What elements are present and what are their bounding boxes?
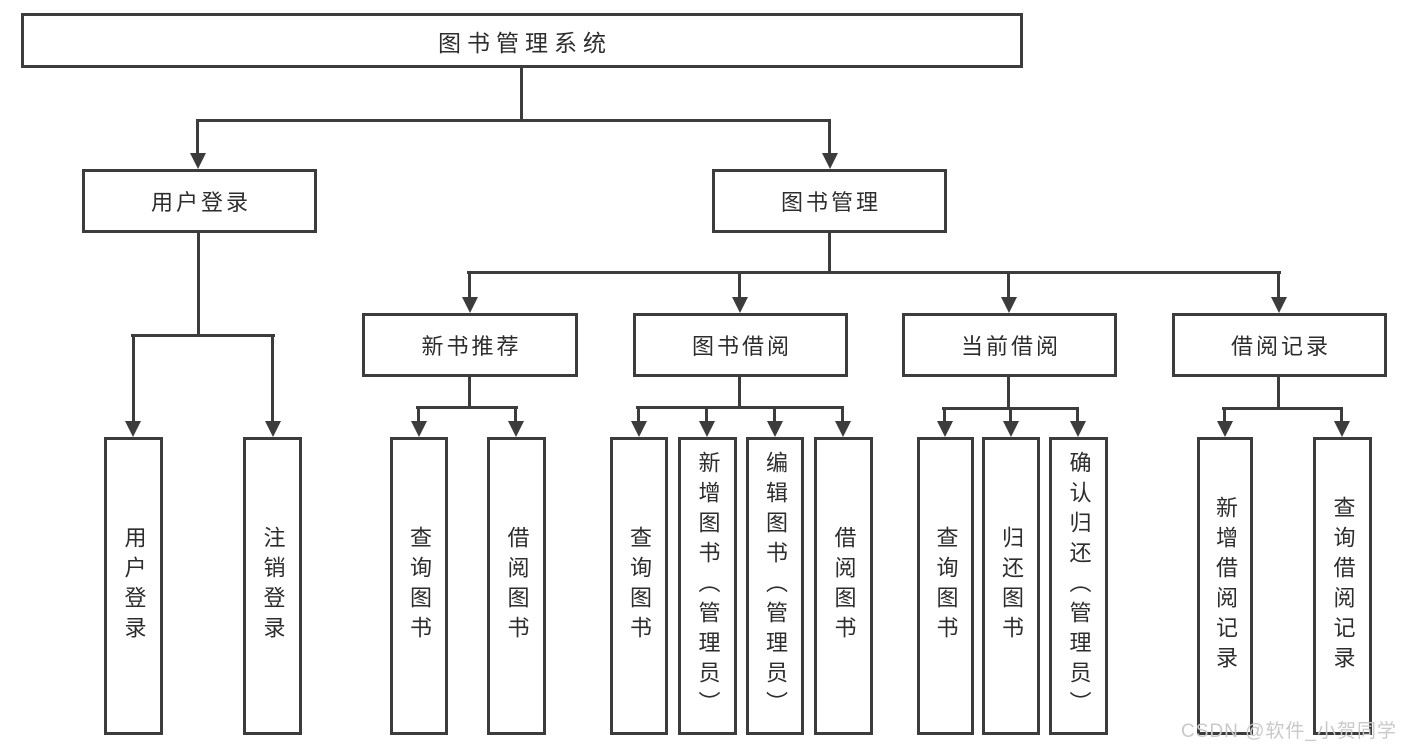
connector-to-leaf-bb-edit	[773, 407, 776, 422]
arrow-down-icon	[822, 153, 838, 169]
node-new-book-recommend-label: 新书推荐	[421, 334, 522, 359]
leaf-borrowing-borrow-books: 借阅图书	[814, 437, 873, 735]
leaf-records-add-record-label: 新增借阅记录	[1213, 496, 1238, 676]
connector-to-leaf-nb-query	[417, 407, 420, 422]
arrow-down-icon	[631, 421, 647, 437]
arrow-down-icon	[1334, 421, 1350, 437]
leaf-user-login: 用户登录	[104, 437, 163, 735]
connector-user-login-bar	[131, 334, 275, 337]
leaf-borrowing-query-books: 查询图书	[610, 437, 668, 735]
arrow-down-icon	[1271, 297, 1287, 313]
leaf-user-login-label: 用户登录	[121, 526, 147, 646]
arrow-down-icon	[1070, 421, 1086, 437]
node-library-system: 图书管理系统	[21, 13, 1023, 68]
connector-root-drop	[520, 68, 523, 120]
arrow-down-icon	[732, 297, 748, 313]
connector-to-leaf-bb-borrow	[841, 407, 844, 422]
connector-level1-bar	[196, 119, 831, 122]
csdn-watermark: CSDN @软件_小贺同学	[1181, 721, 1397, 742]
leaf-newbook-query-books: 查询图书	[390, 437, 448, 735]
leaf-records-add-record: 新增借阅记录	[1197, 437, 1253, 735]
connector-to-leaf-br-add	[1223, 408, 1226, 422]
connector-to-leaf-logout	[271, 335, 274, 422]
node-borrowing-records-label: 借阅记录	[1230, 334, 1331, 359]
connector-borrowing-records-bar	[1222, 407, 1343, 410]
leaf-logout-label: 注销登录	[260, 526, 286, 646]
connector-current-borrowing-drop	[1007, 375, 1010, 408]
connector-borrowing-records-drop	[1277, 375, 1280, 408]
leaf-current-confirm-return-admin-label: 确认归还（管理员）	[1066, 451, 1092, 721]
connector-to-leaf-cb-confirm	[1076, 408, 1079, 422]
node-user-login-label: 用户登录	[150, 190, 251, 215]
arrow-down-icon	[411, 421, 427, 437]
arrow-down-icon	[125, 421, 141, 437]
leaf-borrowing-add-books-admin: 新增图书（管理员）	[678, 437, 737, 735]
connector-new-book-drop	[468, 375, 471, 407]
node-current-borrowing-label: 当前借阅	[960, 334, 1061, 359]
leaf-records-query-record-label: 查询借阅记录	[1330, 496, 1356, 676]
leaf-borrowing-borrow-books-label: 借阅图书	[831, 526, 857, 646]
connector-to-user-login	[196, 120, 199, 154]
node-book-management-label: 图书管理	[780, 190, 881, 215]
leaf-newbook-borrow-books: 借阅图书	[487, 437, 546, 735]
connector-to-leaf-nb-borrow	[514, 407, 517, 422]
connector-to-book-borrowing	[738, 272, 741, 298]
leaf-newbook-borrow-books-label: 借阅图书	[504, 526, 530, 646]
connector-book-borrowing-bar	[636, 406, 844, 409]
connector-book-borrowing-drop	[738, 375, 741, 407]
arrow-down-icon	[265, 421, 281, 437]
connector-new-book-bar	[416, 406, 518, 409]
connector-to-leaf-bb-query	[637, 407, 640, 422]
arrow-down-icon	[508, 421, 524, 437]
connector-to-current-borrowing	[1007, 272, 1010, 298]
leaf-borrowing-edit-books-admin: 编辑图书（管理员）	[746, 437, 804, 735]
arrow-down-icon	[462, 297, 478, 313]
node-user-login: 用户登录	[82, 169, 317, 233]
leaf-current-confirm-return-admin: 确认归还（管理员）	[1049, 437, 1108, 735]
node-book-management: 图书管理	[712, 169, 947, 233]
connector-to-leaf-bb-add	[705, 407, 708, 422]
leaf-newbook-query-books-label: 查询图书	[407, 526, 432, 646]
connector-to-leaf-br-query	[1340, 408, 1343, 422]
arrow-down-icon	[190, 153, 206, 169]
connector-user-login-drop	[197, 233, 200, 335]
connector-to-borrowing-records	[1277, 272, 1280, 298]
connector-to-new-book-recommend	[468, 272, 471, 298]
leaf-current-return-books-label: 归还图书	[999, 526, 1024, 646]
leaf-borrowing-query-books-label: 查询图书	[627, 526, 652, 646]
node-book-borrowing: 图书借阅	[633, 313, 848, 377]
leaf-records-query-record: 查询借阅记录	[1313, 437, 1372, 735]
arrow-down-icon	[1003, 421, 1019, 437]
leaf-current-query-books-label: 查询图书	[933, 526, 959, 646]
arrow-down-icon	[937, 421, 953, 437]
node-borrowing-records: 借阅记录	[1172, 313, 1387, 377]
connector-level2-bar	[467, 271, 1281, 274]
arrow-down-icon	[767, 421, 783, 437]
node-new-book-recommend: 新书推荐	[362, 313, 578, 377]
leaf-borrowing-add-books-admin-label: 新增图书（管理员）	[695, 451, 721, 721]
leaf-logout: 注销登录	[243, 437, 302, 735]
node-current-borrowing: 当前借阅	[902, 313, 1117, 377]
connector-to-leaf-cb-return	[1009, 408, 1012, 422]
connector-to-book-management	[828, 120, 831, 154]
connector-to-leaf-user-login	[132, 335, 135, 422]
connector-book-management-drop	[828, 233, 831, 272]
arrow-down-icon	[1001, 297, 1017, 313]
node-library-system-label: 图书管理系统	[438, 29, 612, 56]
arrow-down-icon	[699, 421, 715, 437]
leaf-current-return-books: 归还图书	[982, 437, 1040, 735]
leaf-borrowing-edit-books-admin-label: 编辑图书（管理员）	[763, 451, 788, 721]
node-book-borrowing-label: 图书借阅	[691, 334, 792, 359]
arrow-down-icon	[835, 421, 851, 437]
leaf-current-query-books: 查询图书	[917, 437, 974, 735]
connector-to-leaf-cb-query	[943, 408, 946, 422]
arrow-down-icon	[1217, 421, 1233, 437]
